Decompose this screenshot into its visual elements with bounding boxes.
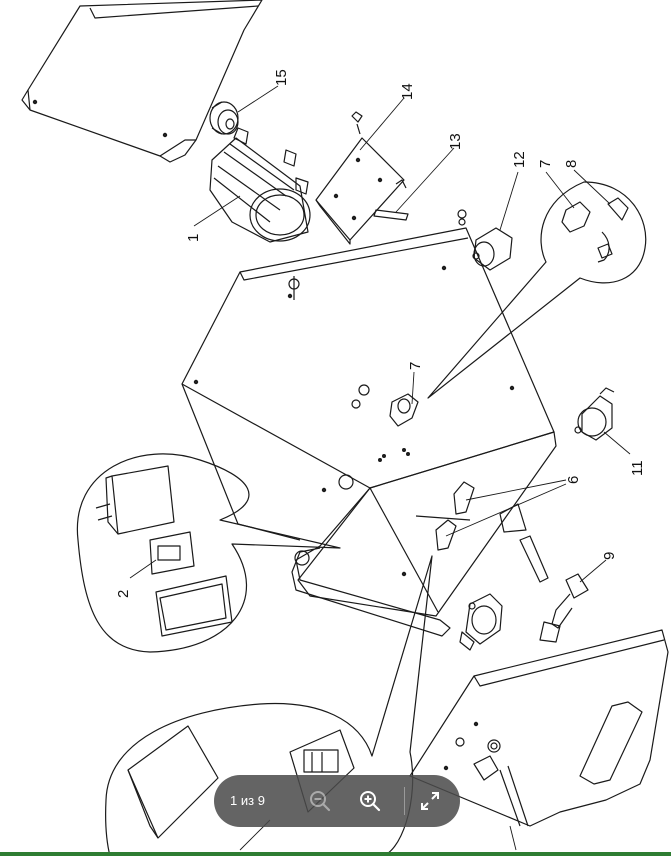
detail-bubble-upper: [427, 181, 647, 399]
callout-11: 11: [629, 460, 646, 476]
page-indicator: 1 из 9: [230, 775, 265, 827]
callout-12: 12: [511, 151, 528, 168]
caster-wheel-left: [459, 593, 503, 651]
callout-13: 13: [447, 133, 464, 150]
side-panel: [409, 629, 669, 827]
detail-bubble-left: [76, 453, 341, 653]
zoom-in-button[interactable]: [352, 783, 388, 819]
callout-2: 2: [115, 590, 132, 598]
page-total: 9: [257, 793, 265, 808]
page-current: 1: [230, 793, 238, 808]
callout-14: 14: [399, 83, 416, 100]
callout-8: 8: [563, 160, 580, 168]
zoom-out-icon: [310, 791, 331, 812]
electric-motor: [209, 127, 311, 243]
fullscreen-icon: [421, 792, 439, 810]
shaft-pin: [373, 209, 409, 221]
viewer-toolbar: 1 из 9: [214, 775, 460, 827]
callout-15: 15: [273, 69, 290, 86]
zoom-out-button[interactable]: [302, 783, 338, 819]
callout-1: 1: [185, 234, 202, 242]
fullscreen-button[interactable]: [412, 783, 448, 819]
callout-7-upper: 7: [537, 160, 554, 168]
main-cabinet: [181, 227, 557, 637]
callout-labels: 15 14 13 12 7 8 1 7 6 11 9 2: [115, 69, 646, 598]
hinges: [415, 481, 475, 551]
callout-9: 9: [601, 552, 618, 560]
motor-mount-plate: [315, 111, 407, 245]
zoom-in-icon: [360, 791, 381, 812]
bottom-edge-strip: [0, 852, 671, 856]
callout-7: 7: [407, 362, 424, 370]
top-lid-panel: [21, 0, 263, 163]
cabinet-latch: [389, 393, 419, 427]
pulley: [209, 101, 239, 135]
callout-6: 6: [565, 476, 582, 484]
handle-key: [539, 573, 589, 643]
caster-wheel-lower: [574, 387, 615, 441]
caster-wheel-upper: [457, 209, 513, 271]
toolbar-divider: [404, 787, 405, 815]
page-separator: из: [240, 793, 255, 808]
